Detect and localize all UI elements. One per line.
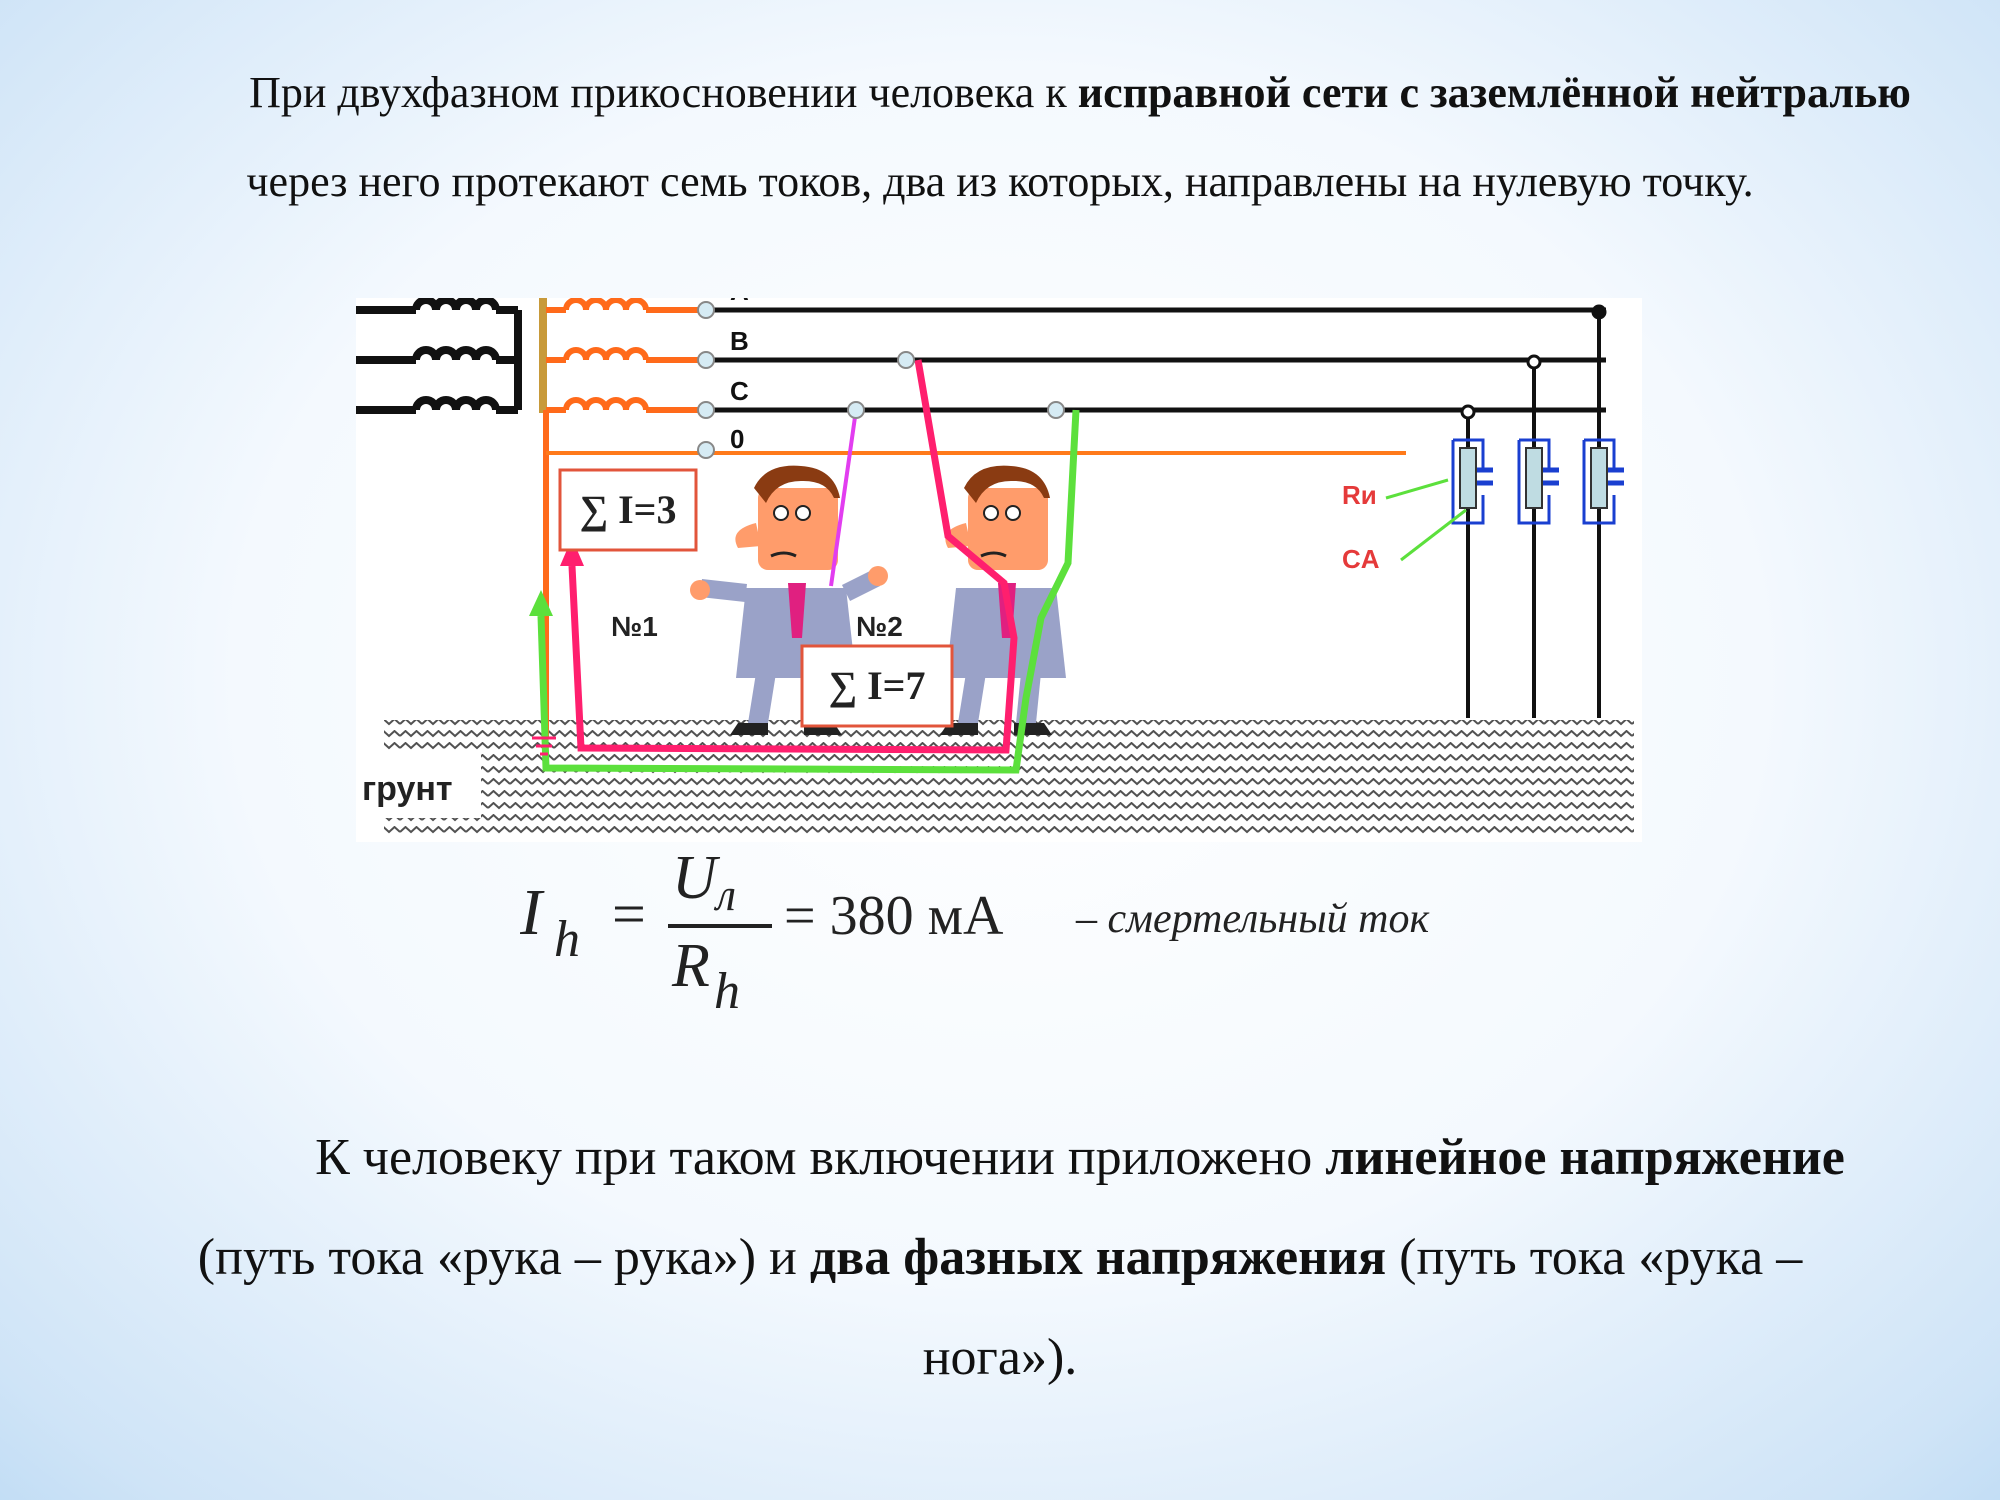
danger-arrow-head [560, 538, 584, 566]
ground-label: грунт [362, 770, 453, 808]
contact-points [847, 351, 1065, 419]
sum-box-2 [800, 644, 954, 728]
safe-current-path [537, 409, 1080, 774]
person-1-label: №1 [611, 611, 658, 642]
formula-denominator: R [671, 932, 710, 1000]
conclusion-bold-2: два фазных напряжения [809, 1229, 1387, 1286]
conclusion-text-2: (путь тока «рука – рука») и [197, 1229, 810, 1286]
intro-text-2: через него протекают семь токов, два из … [246, 157, 1754, 206]
safe-arrow-head [529, 590, 553, 616]
sum-box-1 [558, 468, 698, 552]
sum-box-1-text: ∑ I=3 [580, 487, 677, 532]
formula-lhs-sub: h [554, 911, 580, 968]
terminals [697, 301, 715, 459]
conclusion-text-3: (путь тока «рука – нога»). [922, 1229, 1803, 1386]
two-phase-touch-diagram: грунт A [356, 298, 1642, 842]
formula-numerator-sub: л [713, 869, 736, 920]
person-1-touch-wire [829, 409, 858, 587]
capacitance-label: CA [1342, 544, 1380, 574]
person-2-figure [940, 465, 1066, 735]
phase-label-b: B [730, 326, 749, 356]
formula-note: – смертельный ток [1075, 896, 1429, 942]
load-branches [1451, 304, 1624, 718]
svg-text:=: = [612, 881, 646, 947]
intro-text-1: При двухфазном прикосновении человека к [249, 68, 1078, 117]
formula-denominator-sub: h [714, 963, 740, 1020]
sum-box-2-text: ∑ I=7 [829, 663, 926, 708]
conclusion-bold-1: линейное напряжение [1325, 1129, 1845, 1186]
insulation-resistance-label: Rи [1342, 480, 1377, 510]
conclusion-text-1: К человеку при таком включении приложено [315, 1129, 1326, 1186]
neutral-label: 0 [730, 424, 744, 454]
formula-lhs: I [520, 876, 545, 949]
transformer-primary-coils [356, 298, 522, 414]
ground-electrode [532, 736, 556, 756]
phase-label-a: A [730, 298, 749, 306]
phase-label-c: C [730, 376, 749, 406]
person-2-label: №2 [856, 611, 903, 642]
formula-value: = 380 мА [784, 885, 1004, 947]
danger-current-path [568, 359, 1018, 754]
current-formula: I h = U л R h = 380 мА – смертельный ток [519, 844, 1620, 1028]
intro-bold-text: исправной сети с заземлённой нейтралью [1077, 68, 1911, 117]
conclusion-paragraph: К человеку при таком включении приложено… [120, 1108, 1880, 1408]
phase-lines [708, 307, 1606, 413]
intro-paragraph: При двухфазном прикосновении человека к … [70, 48, 1930, 226]
formula-numerator: U [672, 848, 721, 912]
